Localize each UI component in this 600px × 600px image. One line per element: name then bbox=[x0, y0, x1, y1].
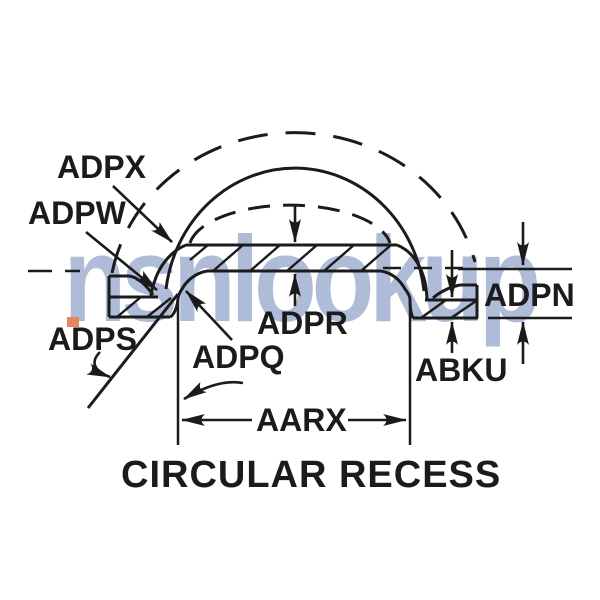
label-adpr: ADPR bbox=[257, 305, 348, 341]
label-adpq: ADPQ bbox=[192, 339, 284, 375]
label-adpx: ADPX bbox=[57, 149, 147, 185]
outer-dashed-arc bbox=[110, 131, 477, 274]
diagram-title: CIRCULAR RECESS bbox=[121, 454, 501, 496]
adpw-leader-arrow bbox=[85, 230, 158, 292]
right-inner-wall bbox=[380, 269, 412, 300]
adpx-leader-arrow bbox=[112, 185, 173, 243]
right-flange bbox=[408, 283, 479, 320]
label-aarx: AARX bbox=[256, 402, 347, 438]
adpq-leader-arrow bbox=[185, 290, 233, 341]
head-solid-arc bbox=[164, 166, 426, 292]
label-adpn: ADPN bbox=[484, 277, 575, 313]
boss-hatching bbox=[189, 244, 392, 272]
left-inner-wall bbox=[176, 269, 208, 300]
inner-dashed-arc bbox=[188, 203, 392, 244]
label-adps: ADPS bbox=[48, 321, 137, 357]
label-adpw: ADPW bbox=[28, 195, 127, 231]
watermark-dot bbox=[67, 317, 79, 327]
label-abku: ABKU bbox=[415, 352, 507, 388]
right-outer-wall bbox=[396, 243, 429, 301]
chamfer-line bbox=[86, 293, 180, 409]
adps-leader-arrow bbox=[86, 351, 111, 379]
adpq-hook-arrow bbox=[183, 380, 244, 401]
